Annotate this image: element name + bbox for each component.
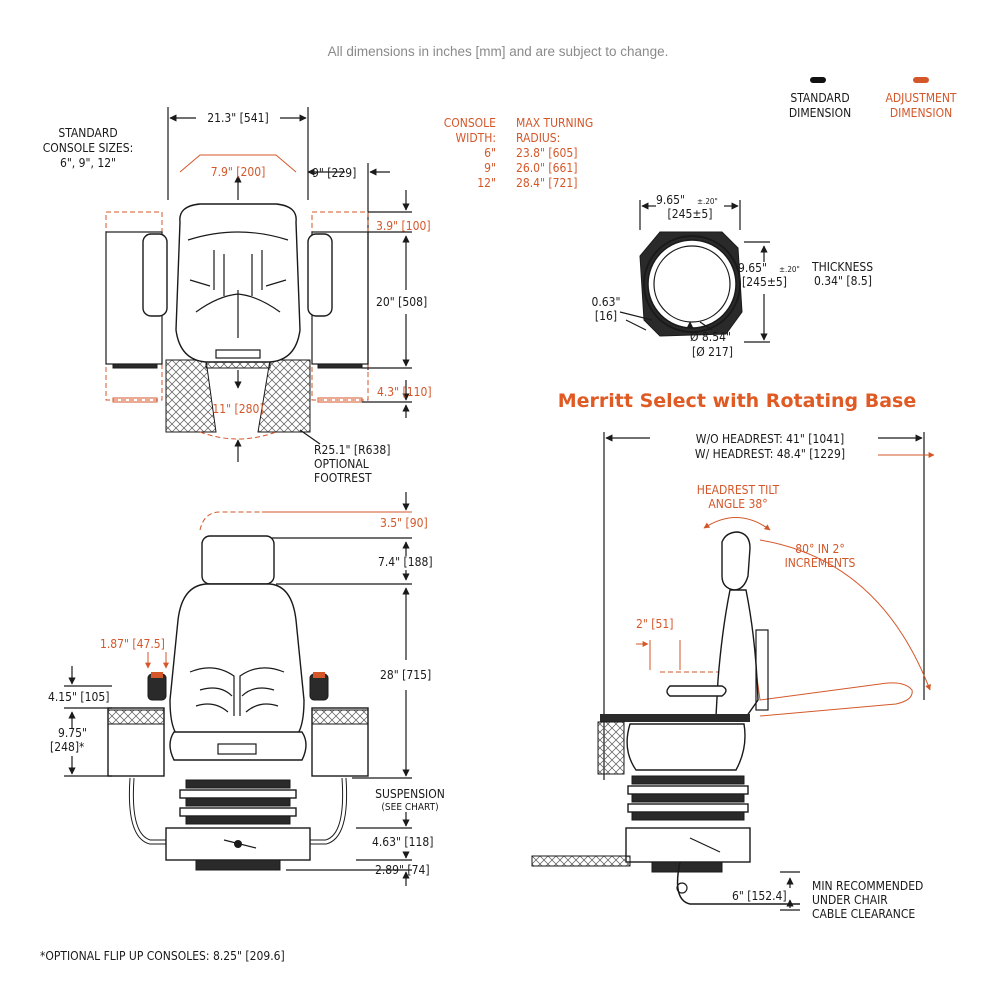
plate-diameter-1: Ø 8.54" (690, 330, 731, 344)
table-radius-2: 28.4" [721] (516, 176, 577, 190)
plate-height-label: 2.89" [74] (375, 863, 430, 877)
inner-width-label: 7.9" [200] (211, 165, 266, 179)
length-without-headrest: W/O HEADREST: 41" [1041] (696, 432, 844, 446)
plate-height-value: 9.65" (738, 261, 767, 275)
plate-height-tol: ±.20" (779, 265, 800, 274)
console-sizes-2: CONSOLE SIZES: (43, 141, 133, 155)
table-radius-0: 23.8" [605] (516, 146, 577, 160)
slide-label: 11" [280] (212, 402, 263, 416)
overall-width-label: 21.3" [541] (207, 111, 268, 125)
console-table: CONSOLE WIDTH: MAX TURNING RADIUS: 6" 23… (444, 116, 594, 190)
table-radius-1: 26.0" [661] (516, 161, 577, 175)
back-height-label: 28" [715] (380, 668, 431, 682)
armrest-adjust-label: 2" [51] (636, 617, 673, 631)
side-view-drawing (531, 432, 935, 911)
cable-note-2: UNDER CHAIR (812, 893, 888, 907)
joystick-height-label: 4.15" [105] (48, 690, 109, 704)
plate-width-tol: ±.20" (697, 197, 718, 206)
joystick-adjust-label: 1.87" [47.5] (100, 637, 165, 651)
legend-adjustment-1: ADJUSTMENT (885, 91, 956, 105)
table-header-right-1: MAX TURNING (516, 116, 593, 130)
base-height-label: 4.63" [118] (372, 835, 433, 849)
legend-standard-1: STANDARD (790, 91, 849, 105)
console-offset-label: 9" [229] (312, 166, 356, 180)
plate-width-value: 9.65" (656, 193, 685, 207)
console-rear-label: 4.3" [110] (377, 385, 432, 399)
headrest-adjust-label: 3.5" [90] (380, 516, 428, 530)
console-sizes-3: 6", 9", 12" (60, 156, 116, 170)
footrest-label-3: FOOTREST (314, 471, 372, 485)
console-height-2: [248]* (50, 740, 85, 754)
cable-clearance-label: 6" [152.4] (732, 889, 787, 903)
legend-adjustment-2: DIMENSION (890, 106, 952, 120)
front-view-drawing (64, 492, 412, 886)
console-height-1: 9.75" (58, 726, 87, 740)
cable-note-1: MIN RECOMMENDED (812, 879, 923, 893)
plate-thickness-2: 0.34" [8.5] (814, 274, 872, 288)
table-header-right-2: RADIUS: (516, 131, 560, 145)
legend: STANDARD DIMENSION ADJUSTMENT DIMENSION (789, 77, 957, 120)
base-plate-drawing (619, 200, 770, 343)
plate-hole-2: [16] (595, 309, 617, 323)
legend-standard-2: DIMENSION (789, 106, 851, 120)
recline-2: INCREMENTS (785, 556, 856, 570)
suspension-label-1: SUSPENSION (375, 787, 445, 801)
top-view-drawing (105, 107, 412, 462)
dimension-note: All dimensions in inches [mm] and are su… (328, 44, 669, 59)
console-sizes-1: STANDARD (58, 126, 117, 140)
front-view-labels: 3.5" [90] 7.4" [188] 28" [715] 1.87" [47… (48, 516, 445, 877)
table-width-2: 12" (477, 176, 496, 190)
seat-depth-label: 20" [508] (376, 295, 427, 309)
plate-width-mm: [245±5] (668, 207, 713, 221)
footnote: *OPTIONAL FLIP UP CONSOLES: 8.25" [209.6… (40, 949, 285, 963)
headrest-tilt-2: ANGLE 38° (708, 497, 767, 511)
table-width-1: 9" (484, 161, 496, 175)
plate-hole-1: 0.63" (592, 295, 621, 309)
headrest-height-label: 7.4" [188] (378, 555, 433, 569)
footrest-label-1: R25.1" [R638] (314, 443, 390, 457)
plate-diameter-2: [Ø 217] (692, 345, 733, 359)
armrest-depth-label: 3.9" [100] (376, 219, 431, 233)
table-width-0: 6" (484, 146, 496, 160)
plate-height-mm: [245±5] (742, 275, 787, 289)
plate-thickness-1: THICKNESS (811, 260, 873, 274)
footrest-label-2: OPTIONAL (314, 457, 369, 471)
adjustment-swatch (913, 77, 929, 83)
suspension-label-2: (SEE CHART) (381, 802, 438, 813)
headrest-tilt-1: HEADREST TILT (697, 483, 780, 497)
recline-1: 80° IN 2° (795, 542, 845, 556)
table-header-left-1: CONSOLE (444, 116, 496, 130)
top-view-labels: STANDARD CONSOLE SIZES: 6", 9", 12" 21.3… (43, 111, 432, 485)
length-with-headrest: W/ HEADREST: 48.4" [1229] (695, 447, 845, 461)
side-view-labels: W/O HEADREST: 41" [1041] W/ HEADREST: 48… (636, 432, 923, 921)
product-title: Merritt Select with Rotating Base (558, 390, 916, 412)
base-plate-labels: 9.65" ±.20" [245±5] 9.65" ±.20" [245±5] … (592, 193, 874, 359)
standard-swatch (810, 77, 826, 83)
cable-note-3: CABLE CLEARANCE (812, 907, 915, 921)
table-header-left-2: WIDTH: (455, 131, 496, 145)
